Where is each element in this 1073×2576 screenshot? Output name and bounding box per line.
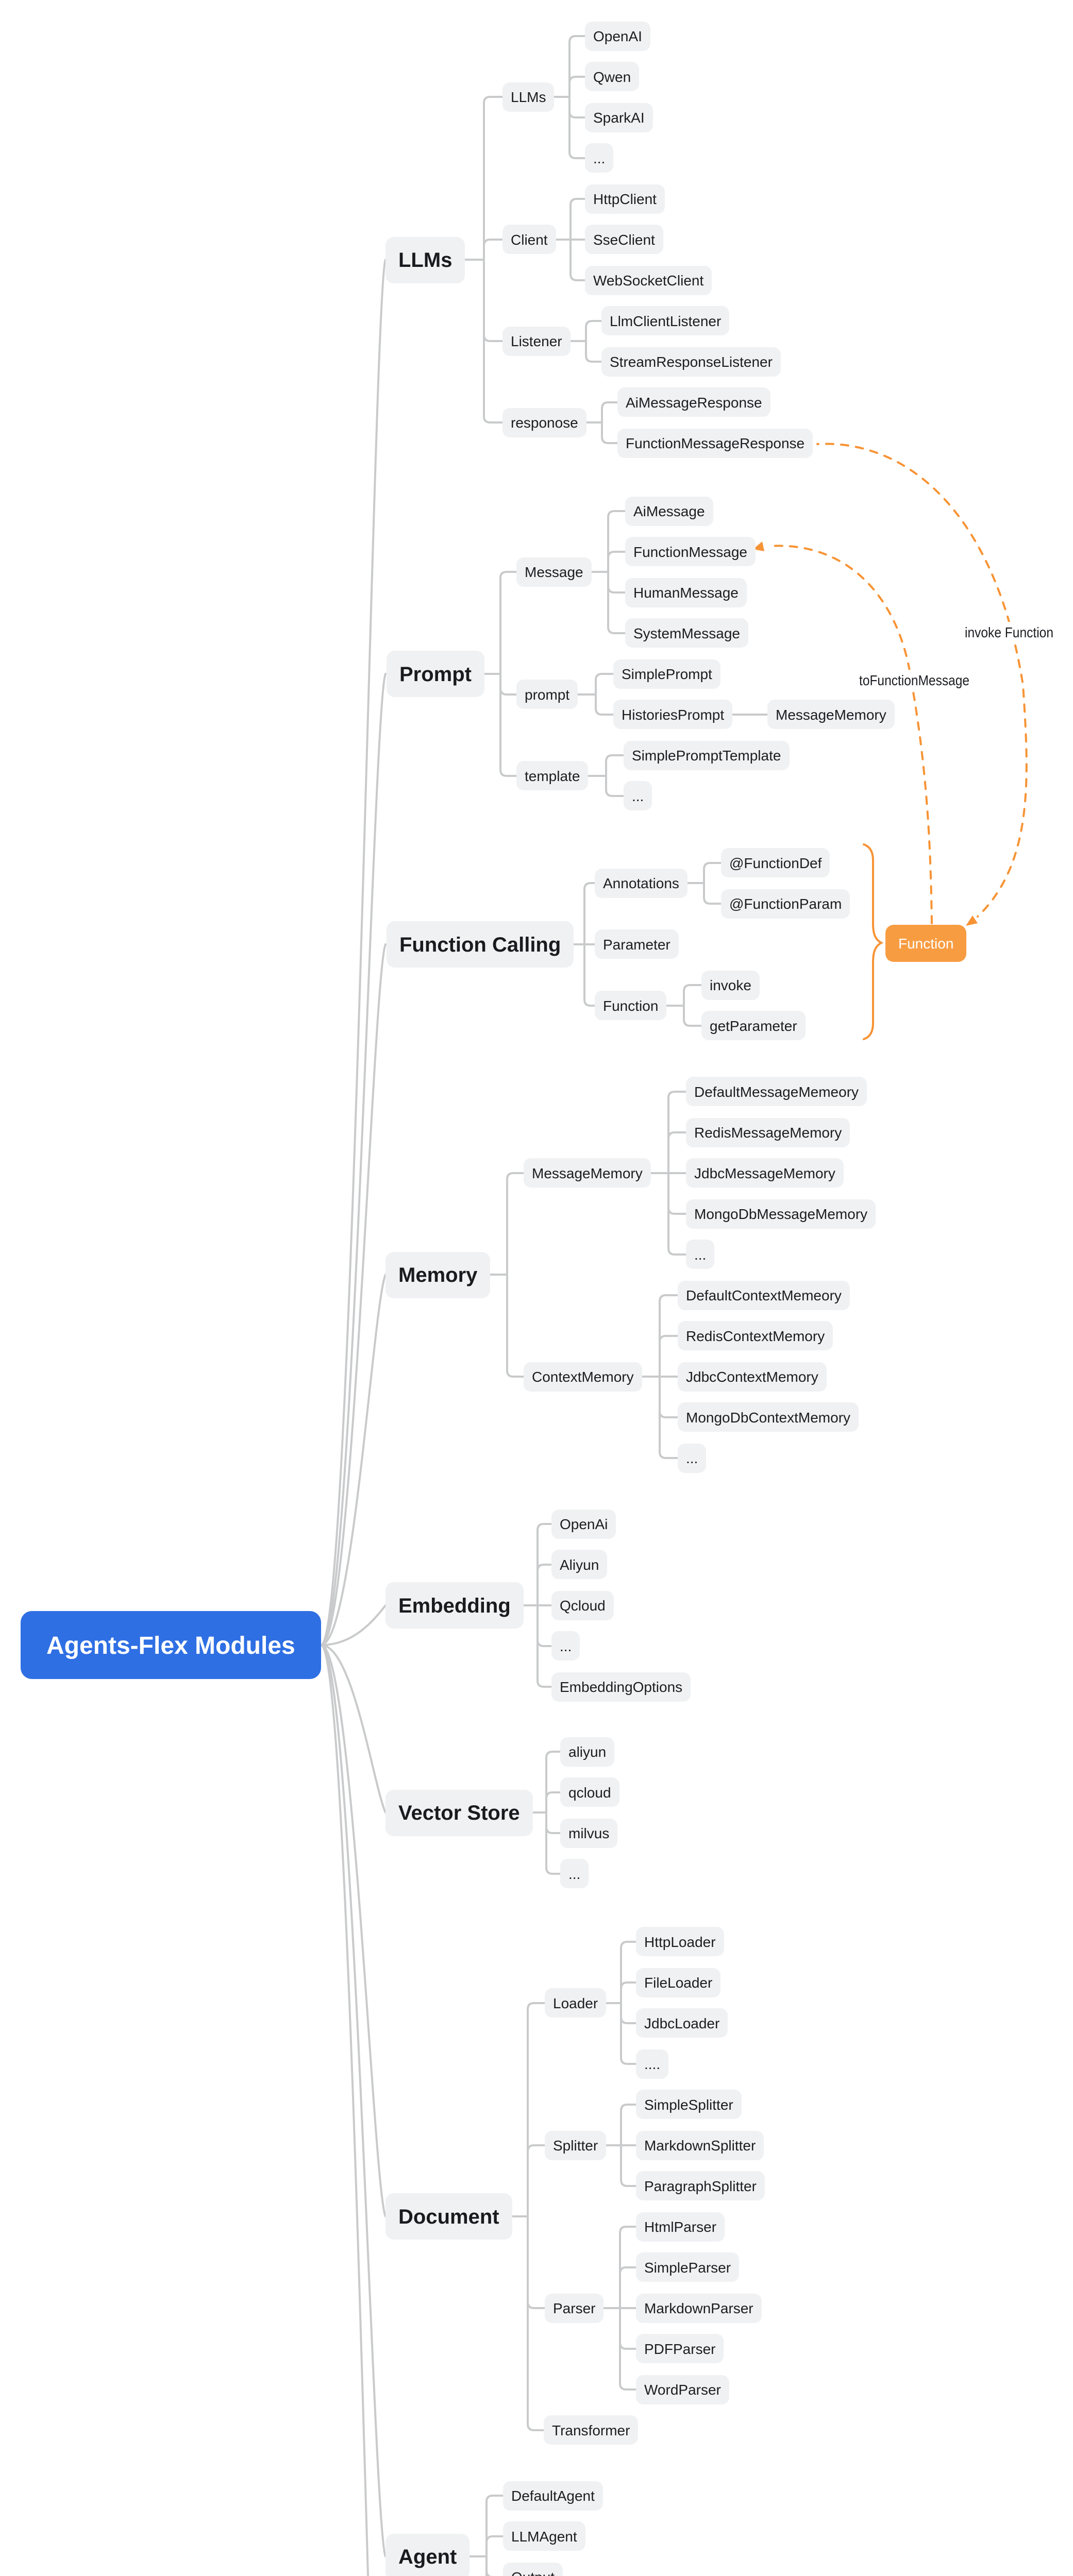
svg-text:SimplePromptTemplate: SimplePromptTemplate — [632, 748, 781, 764]
svg-text:aliyun: aliyun — [568, 1744, 606, 1760]
svg-text:Transformer: Transformer — [552, 2422, 630, 2438]
svg-text:LLMs: LLMs — [511, 89, 546, 105]
svg-text:...: ... — [632, 788, 644, 804]
svg-text:LLMs: LLMs — [398, 249, 452, 272]
svg-text:SparkAI: SparkAI — [593, 110, 645, 126]
svg-text:JdbcLoader: JdbcLoader — [644, 2015, 719, 2031]
svg-text:RedisContextMemory: RedisContextMemory — [686, 1328, 825, 1344]
svg-text:invoke Function: invoke Function — [965, 624, 1053, 640]
svg-text:LlmClientListener: LlmClientListener — [610, 313, 721, 329]
svg-text:StreamResponseListener: StreamResponseListener — [610, 354, 773, 370]
svg-text:Parser: Parser — [553, 2300, 595, 2316]
svg-text:HistoriesPrompt: HistoriesPrompt — [622, 707, 724, 723]
svg-text:Embedding: Embedding — [398, 1595, 511, 1617]
svg-text:SimpleParser: SimpleParser — [644, 2260, 731, 2276]
svg-text:getParameter: getParameter — [710, 1018, 797, 1034]
svg-text:ContextMemory: ContextMemory — [532, 1369, 634, 1385]
svg-text:MongoDbContextMemory: MongoDbContextMemory — [686, 1410, 850, 1426]
svg-text:Output: Output — [511, 2569, 555, 2576]
svg-text:Function Calling: Function Calling — [399, 934, 561, 956]
svg-text:...: ... — [686, 1450, 698, 1466]
svg-text:Function: Function — [898, 936, 953, 952]
svg-text:Qwen: Qwen — [593, 69, 631, 85]
svg-text:@FunctionDef: @FunctionDef — [729, 855, 822, 871]
svg-text:PDFParser: PDFParser — [644, 2341, 715, 2357]
svg-text:@FunctionParam: @FunctionParam — [729, 896, 842, 912]
svg-text:MessageMemory: MessageMemory — [532, 1165, 643, 1181]
svg-text:Agent: Agent — [398, 2546, 457, 2568]
svg-text:WordParser: WordParser — [644, 2382, 721, 2398]
svg-text:JdbcMessageMemory: JdbcMessageMemory — [694, 1165, 835, 1181]
svg-text:LLMAgent: LLMAgent — [511, 2529, 577, 2545]
svg-text:HttpLoader: HttpLoader — [644, 1934, 716, 1950]
svg-text:Prompt: Prompt — [399, 663, 472, 686]
svg-text:toFunctionMessage: toFunctionMessage — [859, 672, 969, 688]
svg-text:Vector Store: Vector Store — [398, 1802, 520, 1824]
svg-text:OpenAI: OpenAI — [593, 28, 642, 44]
svg-text:RedisMessageMemory: RedisMessageMemory — [694, 1125, 842, 1141]
svg-text:SimpleSplitter: SimpleSplitter — [644, 2097, 733, 2113]
svg-text:DefaultContextMemeory: DefaultContextMemeory — [686, 1287, 842, 1303]
svg-text:qcloud: qcloud — [568, 1785, 611, 1801]
svg-text:Parameter: Parameter — [603, 937, 670, 953]
svg-text:WebSocketClient: WebSocketClient — [593, 273, 703, 289]
svg-text:Qcloud: Qcloud — [560, 1598, 606, 1614]
svg-text:Listener: Listener — [511, 333, 562, 349]
svg-text:MarkdownParser: MarkdownParser — [644, 2300, 753, 2316]
svg-text:template: template — [525, 768, 580, 784]
svg-text:Client: Client — [511, 232, 548, 248]
svg-text:DefaultAgent: DefaultAgent — [511, 2488, 595, 2504]
svg-text:FileLoader: FileLoader — [644, 1975, 712, 1991]
svg-text:SseClient: SseClient — [593, 232, 655, 248]
svg-text:DefaultMessageMemeory: DefaultMessageMemeory — [694, 1084, 859, 1100]
svg-text:prompt: prompt — [525, 687, 569, 703]
svg-text:responose: responose — [511, 415, 578, 431]
svg-text:JdbcContextMemory: JdbcContextMemory — [686, 1369, 818, 1385]
svg-text:EmbeddingOptions: EmbeddingOptions — [560, 1679, 682, 1695]
svg-text:SystemMessage: SystemMessage — [633, 625, 740, 641]
svg-text:...: ... — [560, 1638, 572, 1654]
svg-text:Function: Function — [603, 998, 658, 1014]
svg-text:MarkdownSplitter: MarkdownSplitter — [644, 2138, 756, 2154]
svg-text:HttpClient: HttpClient — [593, 191, 657, 207]
svg-text:invoke: invoke — [710, 977, 751, 993]
svg-text:ParagraphSplitter: ParagraphSplitter — [644, 2178, 757, 2194]
svg-text:...: ... — [694, 1247, 706, 1263]
svg-text:HumanMessage: HumanMessage — [633, 585, 739, 601]
svg-text:AiMessage: AiMessage — [633, 503, 705, 519]
svg-text:MongoDbMessageMemory: MongoDbMessageMemory — [694, 1206, 867, 1222]
svg-text:Message: Message — [525, 564, 583, 580]
svg-text:Loader: Loader — [553, 1995, 598, 2011]
svg-text:SimplePrompt: SimplePrompt — [622, 666, 712, 682]
svg-text:Aliyun: Aliyun — [560, 1557, 599, 1573]
svg-text:FunctionMessageResponse: FunctionMessageResponse — [626, 435, 804, 451]
svg-text:HtmlParser: HtmlParser — [644, 2219, 716, 2235]
svg-text:....: .... — [644, 2056, 660, 2072]
svg-text:Document: Document — [398, 2206, 499, 2228]
svg-text:OpenAi: OpenAi — [560, 1516, 608, 1532]
svg-text:...: ... — [568, 1866, 580, 1882]
svg-text:Agents-Flex Modules: Agents-Flex Modules — [46, 1632, 295, 1659]
svg-text:Splitter: Splitter — [553, 2138, 598, 2154]
svg-text:Annotations: Annotations — [603, 875, 679, 891]
svg-text:...: ... — [593, 150, 605, 166]
svg-text:MessageMemory: MessageMemory — [776, 707, 886, 723]
svg-text:FunctionMessage: FunctionMessage — [633, 544, 747, 560]
svg-text:AiMessageResponse: AiMessageResponse — [626, 395, 762, 411]
svg-text:Memory: Memory — [398, 1264, 478, 1286]
svg-text:milvus: milvus — [568, 1825, 609, 1841]
